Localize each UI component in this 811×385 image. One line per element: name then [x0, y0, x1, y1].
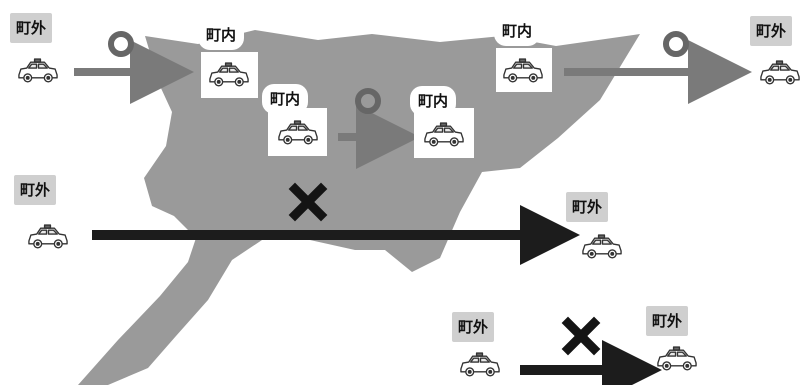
label-outside: 町外 — [452, 312, 495, 342]
taxi-icon — [760, 60, 800, 85]
town-area — [78, 30, 640, 385]
circle-icon — [355, 88, 381, 114]
label-outside: 町外 — [750, 16, 793, 46]
taxi-icon — [460, 352, 500, 377]
taxi-icon — [582, 234, 622, 259]
cross-icon — [561, 316, 601, 356]
label-outside: 町外 — [14, 175, 57, 205]
label-outside: 町外 — [646, 306, 689, 336]
taxi-icon — [657, 346, 697, 371]
label-inside: 町内 — [198, 20, 245, 50]
circle-icon — [663, 31, 689, 57]
label-inside: 町内 — [262, 84, 309, 114]
taxi-icon — [278, 120, 318, 145]
taxi-icon — [503, 58, 543, 83]
taxi-icon — [18, 58, 58, 83]
cross-icon — [288, 182, 328, 222]
taxi-icon — [424, 122, 464, 147]
taxi-icon — [209, 62, 249, 87]
label-outside: 町外 — [10, 13, 53, 43]
label-inside: 町内 — [494, 16, 541, 46]
label-outside: 町外 — [566, 192, 609, 222]
label-inside: 町内 — [410, 86, 457, 116]
circle-icon — [108, 31, 134, 57]
taxi-icon — [28, 224, 68, 249]
